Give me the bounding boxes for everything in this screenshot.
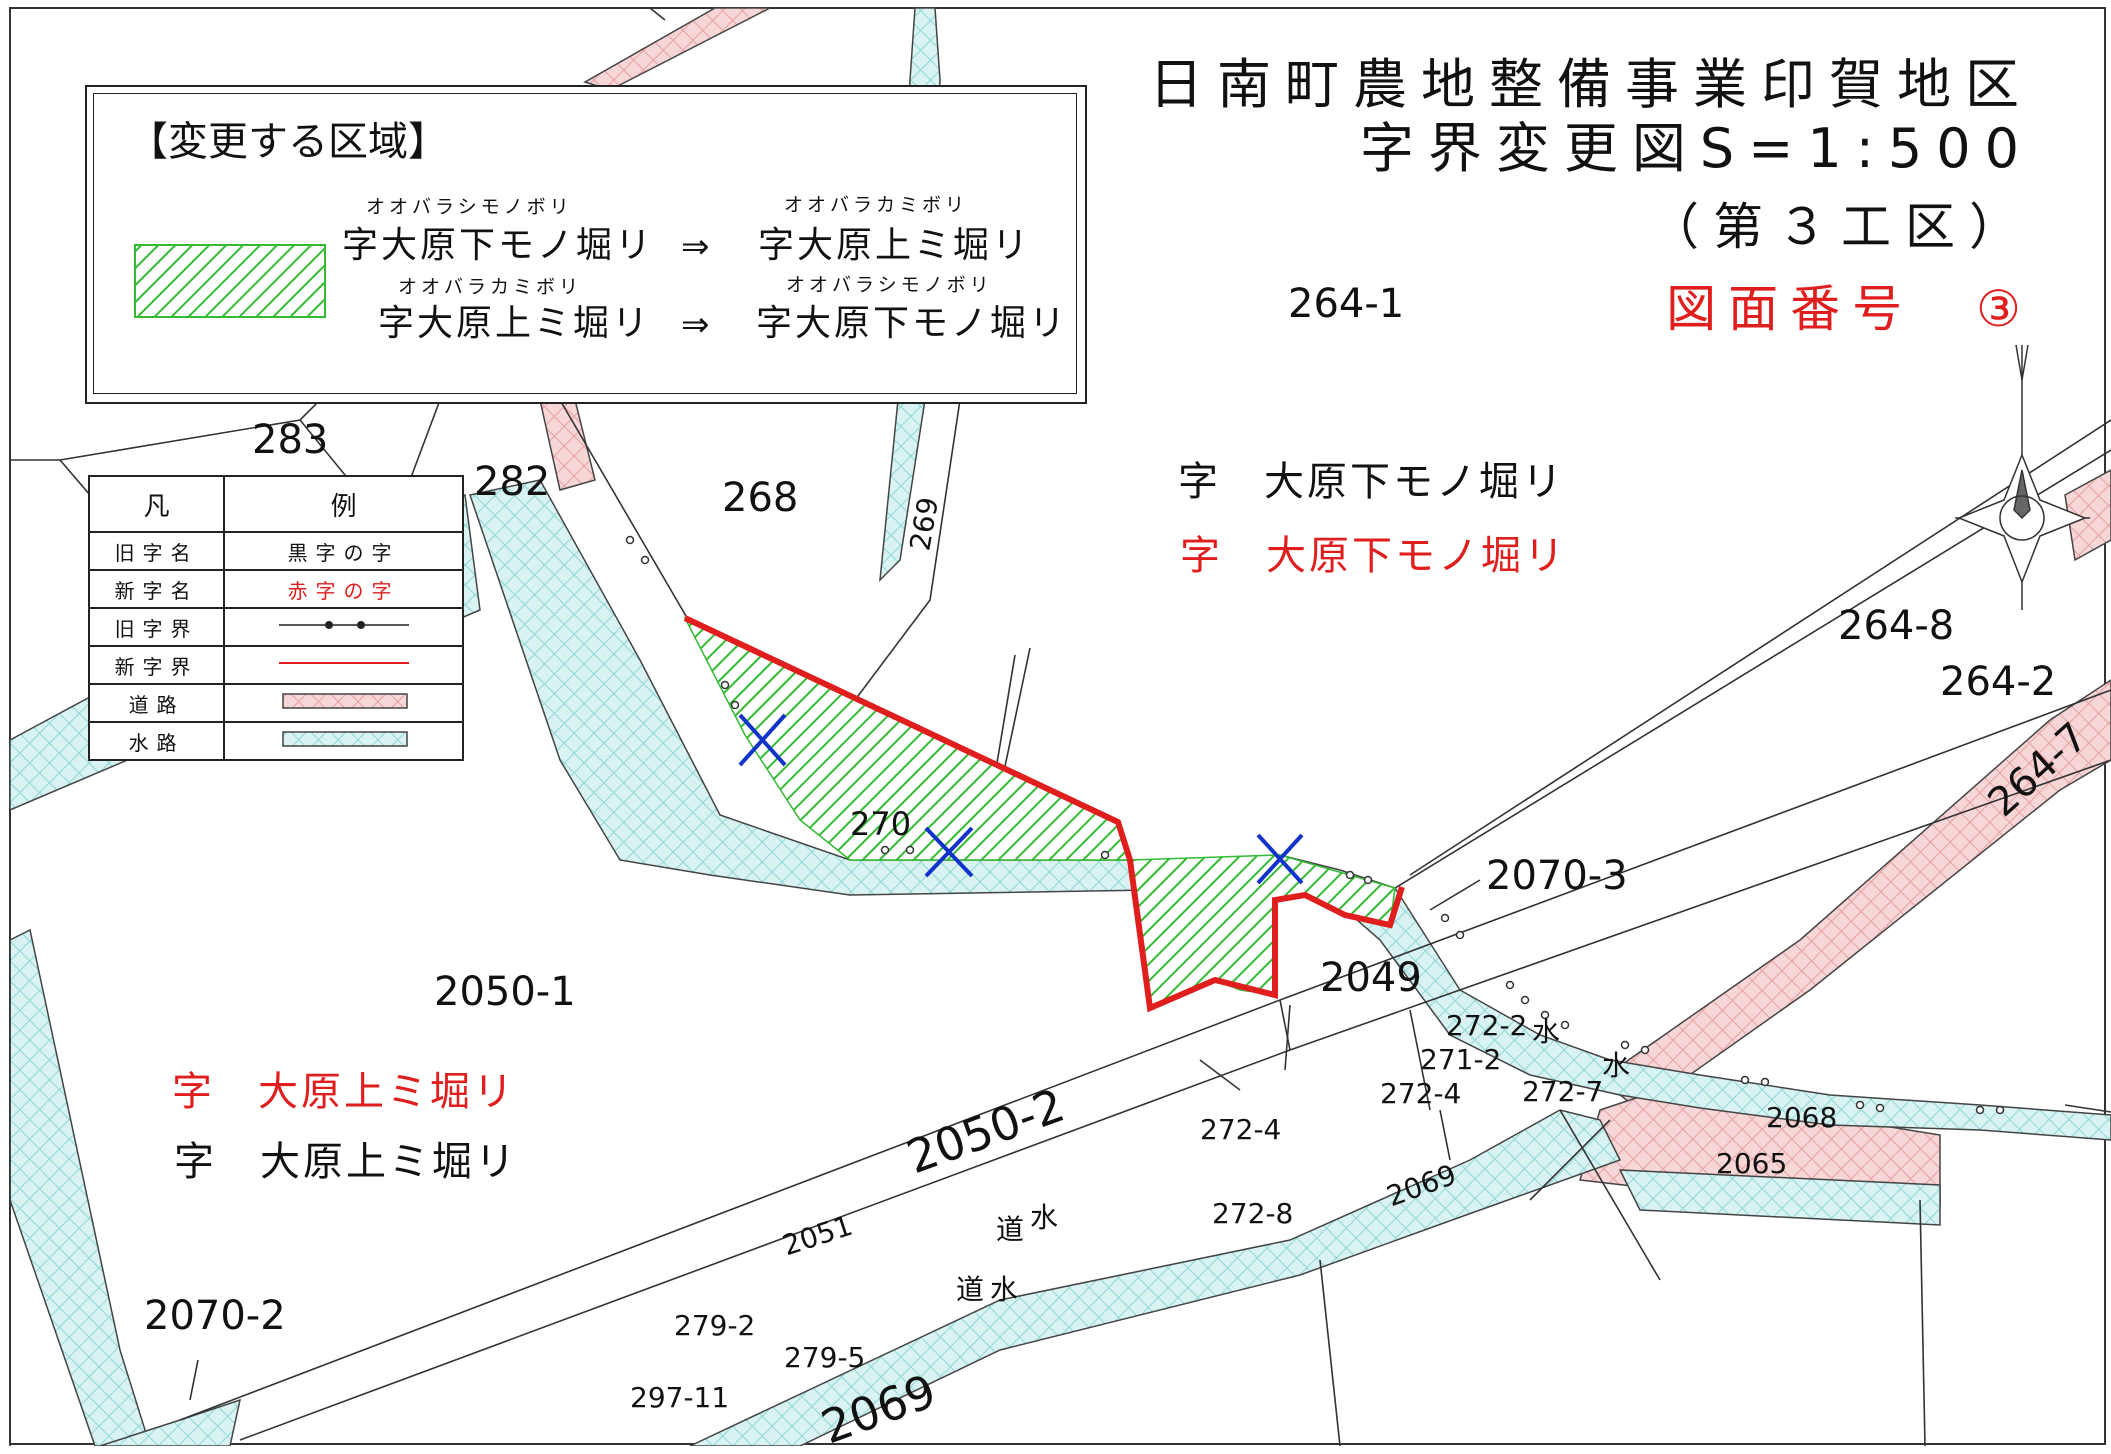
legend-sample-old-name: 黒字の字 (223, 531, 464, 571)
legend-label-water: 水路 (87, 721, 226, 761)
parcel-label: 282 (474, 459, 551, 505)
change-row2-from-ruby: オオバラカミボリ (398, 276, 583, 298)
road-top (583, 7, 771, 91)
parcel-label: 279-2 (674, 1309, 756, 1342)
delete-marks (738, 713, 1304, 885)
parcel-label: 264-2 (1940, 659, 2057, 705)
change-row1-to-ruby: オオバラカミボリ (784, 194, 969, 216)
parcel-label: 2050-1 (434, 969, 576, 1015)
parcel-label: 297-11 (630, 1381, 730, 1414)
legend-label-new-name: 新字名 (87, 569, 226, 609)
area-name-old-lower: 字 大原上ミ堀リ (174, 1139, 518, 1185)
water-marker: 水 (1030, 1201, 1059, 1234)
parcel-label: 268 (722, 475, 799, 521)
area-name-new-upper: 字 大原下モノ堀リ (1180, 533, 1567, 579)
legend-label-old-boundary: 旧字界 (87, 607, 226, 647)
legend-table: 凡 例 旧字名 黒字の字 新字名 赤字の字 旧字界 新字界 道路 水路 (87, 475, 464, 761)
water-bottom-left (99, 1398, 242, 1446)
change-area-heading: 【変更する区域】 (128, 119, 448, 165)
new-boundary (683, 615, 1405, 1013)
parcel-label: 272-8 (1212, 1197, 1294, 1230)
parcel-label: 2065 (1716, 1147, 1788, 1180)
road-marker: 道 (956, 1273, 985, 1306)
parcel-label: 264-1 (1288, 281, 1405, 327)
area-name-new-lower: 字 大原上ミ堀リ (172, 1069, 516, 1115)
parcel-label: 279-5 (784, 1341, 866, 1374)
water-right-1 (1618, 1169, 1941, 1226)
parcel-label: 270 (850, 805, 912, 843)
area-name-old-upper: 字 大原下モノ堀リ (1178, 459, 1565, 505)
parcel-label: 2070-2 (144, 1293, 286, 1339)
change-row1-from: 字大原下モノ堀リ (342, 225, 655, 266)
parcel-label: 264-8 (1838, 603, 1955, 649)
parcel-label: 2070-3 (1486, 853, 1628, 899)
map-subtitle: 字界変更図S=1:500 (1359, 117, 2033, 180)
water-marker: 水 (1532, 1015, 1561, 1048)
parcel-label: 272-4 (1380, 1077, 1462, 1110)
road-marker: 道 (996, 1213, 1025, 1246)
parcel-label: 283 (252, 417, 329, 463)
change-area-inner-frame (93, 93, 1077, 394)
legend-sample-new-name: 赤字の字 (223, 569, 464, 609)
legend-sample-water (223, 721, 464, 761)
change-row1-to: 字大原上ミ堀リ (758, 225, 1032, 266)
legend-sample-old-boundary (223, 607, 464, 647)
water-2069 (689, 1109, 1622, 1446)
legend-header-left: 凡 (87, 475, 226, 533)
work-area: （第３工区） (1649, 198, 2033, 256)
change-row2-to: 字大原下モノ堀リ (756, 303, 1069, 344)
legend-sample-road (223, 683, 464, 723)
map-title: 日南町農地整備事業印賀地区 (1149, 53, 2033, 116)
pointer-arrows (189, 7, 1481, 1401)
parcel-label: 272-7 (1522, 1075, 1604, 1108)
water-left-vertical (9, 928, 151, 1446)
road-diagonal-right (1598, 679, 2111, 1111)
water-marker: 水 (990, 1273, 1019, 1306)
change-row2-to-ruby: オオバラシモノボリ (786, 274, 993, 296)
change-row1-from-ruby: オオバラシモノボリ (366, 196, 573, 218)
change-row1-arrow: ⇒ (681, 227, 710, 267)
sheet-number: 図面番号 ③ (1666, 280, 2033, 338)
parcel-label: 272-2 (1446, 1009, 1528, 1042)
parcel-label: 2068 (1766, 1101, 1838, 1134)
legend-sample-new-boundary (223, 645, 464, 685)
old-boundary (625, 535, 2005, 1115)
legend-label-road: 道路 (87, 683, 226, 723)
road-right-edge (2064, 469, 2111, 562)
parcel-label: 271-2 (1420, 1043, 1502, 1076)
water-marker: 水 (1602, 1049, 1631, 1082)
legend-label-new-boundary: 新字界 (87, 645, 226, 685)
legend-label-old-name: 旧字名 (87, 531, 226, 571)
change-row2-arrow: ⇒ (681, 305, 710, 345)
north-arrow-icon (1955, 344, 2090, 610)
change-swatch (134, 244, 326, 318)
legend-header-right: 例 (223, 475, 464, 533)
change-row2-from: 字大原上ミ堀リ (378, 303, 652, 344)
parcel-label: 272-4 (1200, 1113, 1282, 1146)
parcel-label: 2049 (1320, 955, 1422, 1001)
